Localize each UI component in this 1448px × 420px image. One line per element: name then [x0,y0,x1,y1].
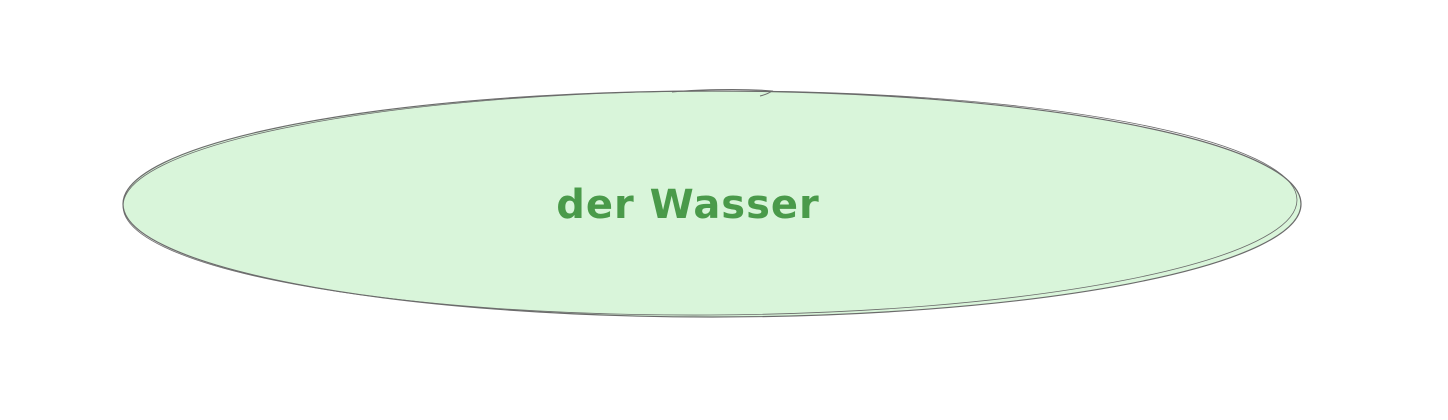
ellipse-fill [123,91,1301,317]
ellipse-top-sketch-mark [671,88,774,97]
ellipse-outline-sketch [122,90,1298,316]
ellipse-node[interactable]: der Wasser [122,88,1302,318]
node-label: der Wasser [556,182,820,228]
